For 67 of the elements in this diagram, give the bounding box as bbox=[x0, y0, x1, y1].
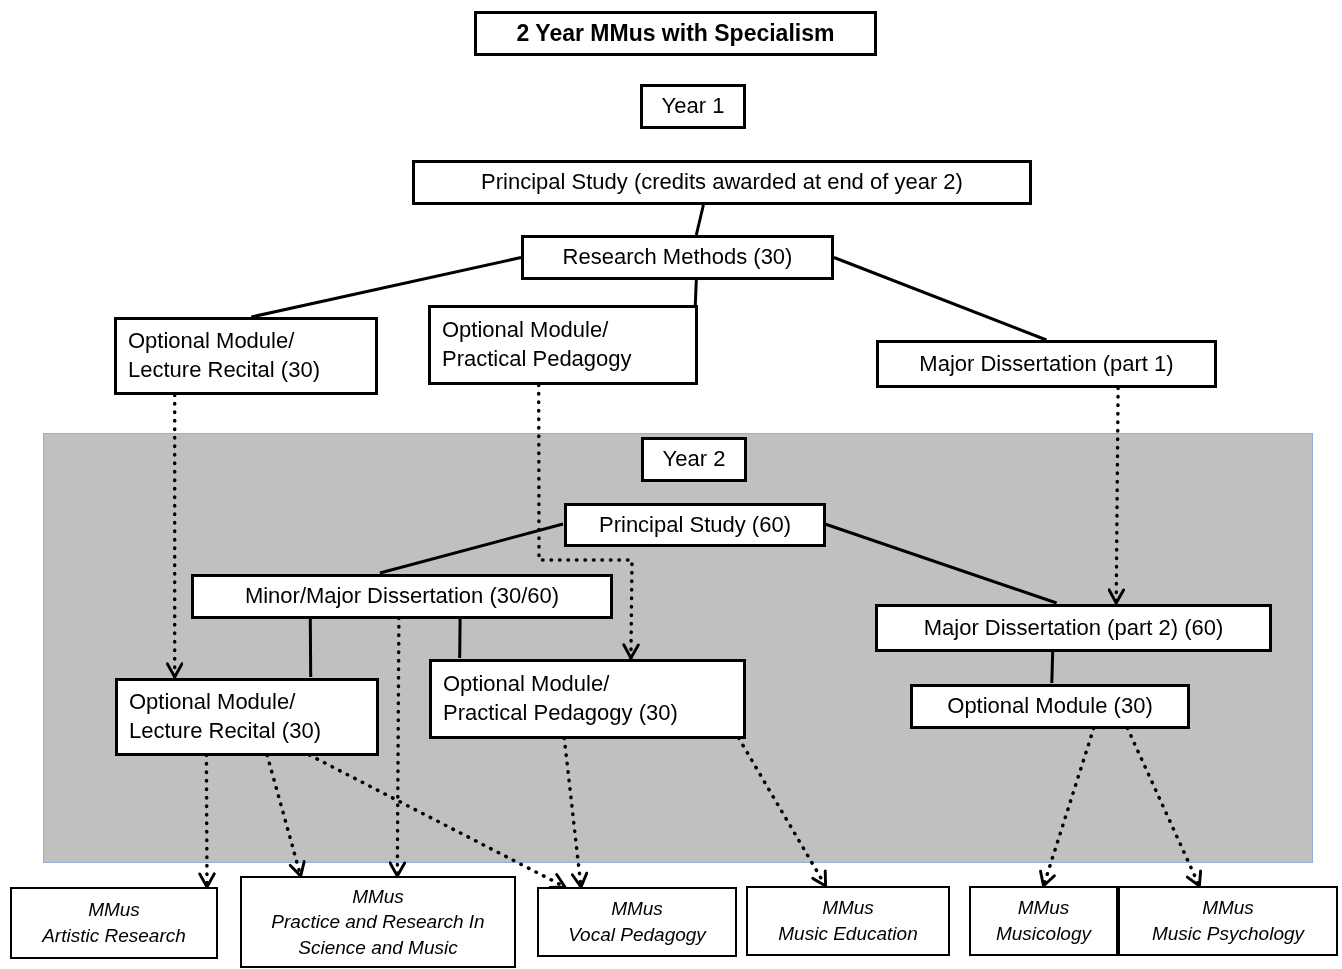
dotted-arrow bbox=[388, 616, 407, 878]
module-name: Major Dissertation (part 2) (60) bbox=[923, 613, 1224, 642]
module-name: Optional Module/ Practical Pedagogy (30) bbox=[443, 670, 679, 727]
module-box bbox=[115, 678, 379, 756]
module-box bbox=[114, 317, 378, 395]
dotted-arrow bbox=[736, 736, 828, 888]
degree-box bbox=[240, 876, 516, 968]
module-box bbox=[564, 503, 826, 547]
module-box bbox=[428, 305, 698, 385]
shaded-band bbox=[43, 433, 1313, 863]
connector-line bbox=[458, 618, 462, 658]
module-name: Optional Module/ Practical Pedagogy bbox=[442, 316, 633, 373]
dotted-arrow bbox=[1039, 726, 1096, 888]
degree-box bbox=[537, 887, 737, 957]
degree-box bbox=[746, 886, 950, 956]
dotted-arrow bbox=[307, 753, 567, 889]
specialism-name: Practice and Research In Science and Music bbox=[270, 910, 486, 960]
specialism-name: Music Psychology bbox=[1151, 922, 1305, 946]
connector-line bbox=[379, 522, 564, 575]
degree-name: MMus bbox=[1202, 896, 1254, 921]
specialism-name: Musicology bbox=[995, 922, 1091, 946]
module-name: Principal Study (60) bbox=[599, 510, 791, 539]
specialism-name: Music Education bbox=[778, 922, 918, 946]
title-box bbox=[474, 11, 877, 56]
module-name: Year 1 bbox=[661, 92, 725, 121]
module-box bbox=[412, 160, 1032, 205]
connector-line bbox=[833, 256, 1048, 342]
degree-box bbox=[969, 886, 1118, 956]
dotted-arrow bbox=[265, 753, 306, 878]
module-name: Minor/Major Dissertation (30/60) bbox=[244, 582, 560, 611]
module-box bbox=[521, 235, 834, 280]
connector-line bbox=[250, 256, 522, 319]
module-name: Research Methods (30) bbox=[562, 243, 793, 272]
module-box bbox=[641, 437, 747, 482]
module-name: Principal Study (credits awarded at end of year 2) bbox=[481, 168, 963, 197]
module-name: Optional Module (30) bbox=[947, 692, 1153, 721]
degree-name: MMus bbox=[822, 896, 874, 921]
module-name: Year 2 bbox=[662, 445, 726, 474]
dotted-arrow bbox=[1125, 726, 1203, 888]
module-box bbox=[429, 659, 746, 739]
dotted-arrow bbox=[562, 736, 589, 889]
dotted-arrow bbox=[198, 753, 216, 889]
module-name: Optional Module/ Lecture Recital (30) bbox=[128, 327, 321, 384]
degree-box bbox=[10, 887, 218, 959]
dotted-arrow bbox=[536, 383, 640, 660]
degree-box bbox=[1118, 886, 1338, 956]
degree-name: MMus bbox=[88, 898, 140, 923]
connector-line bbox=[693, 279, 698, 306]
specialism-name: Artistic Research bbox=[42, 924, 186, 948]
module-box bbox=[640, 84, 746, 129]
degree-name: MMus bbox=[1017, 896, 1070, 921]
module-name: Optional Module/ Lecture Recital (30) bbox=[129, 688, 322, 745]
connector-line bbox=[1050, 650, 1055, 684]
module-box bbox=[910, 684, 1190, 729]
dotted-arrow bbox=[165, 393, 184, 679]
module-box bbox=[875, 604, 1272, 652]
module-name: Major Dissertation (part 1) bbox=[919, 349, 1174, 378]
module-box bbox=[191, 574, 613, 619]
heading-label: 2 Year MMus with Specialism bbox=[516, 18, 835, 48]
specialism-name: Vocal Pedagogy bbox=[568, 923, 706, 947]
connector-line bbox=[308, 618, 313, 677]
module-box bbox=[876, 340, 1217, 388]
degree-name: MMus bbox=[611, 897, 663, 922]
dotted-arrow bbox=[1107, 386, 1126, 605]
connector-line bbox=[824, 522, 1058, 605]
connector-line bbox=[694, 204, 705, 236]
degree-name: MMus bbox=[352, 884, 404, 909]
